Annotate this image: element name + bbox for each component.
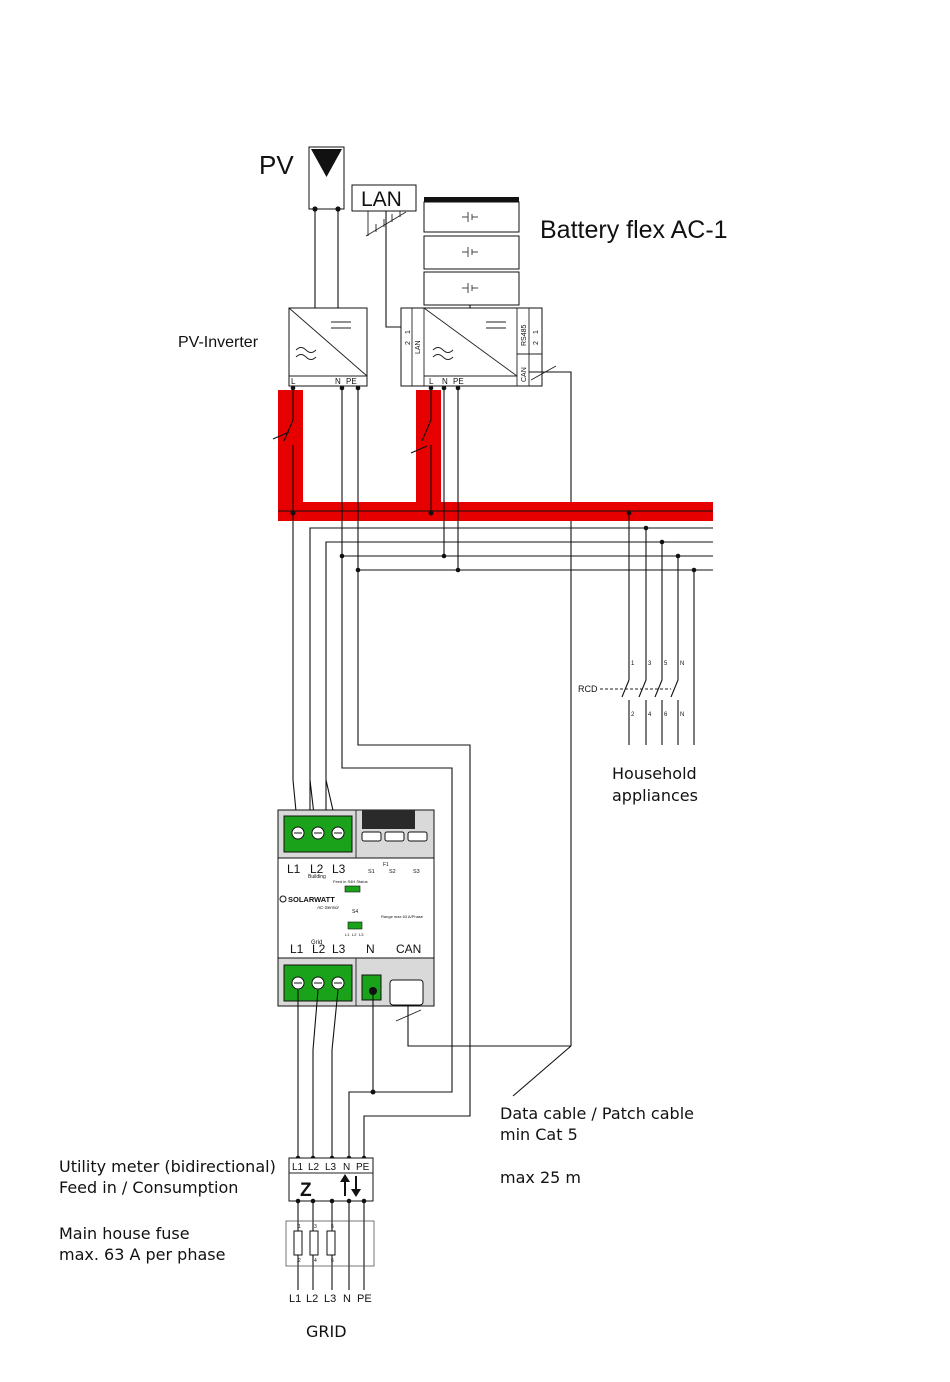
data-cable-line1: Data cable / Patch cable	[500, 1104, 694, 1123]
pv-inverter-terminal-l: L	[291, 377, 296, 386]
svg-text:L3: L3	[359, 932, 364, 937]
svg-text:1: 1	[298, 1224, 301, 1230]
svg-text:2: 2	[298, 1258, 301, 1264]
bidirectional-arrow-icon	[340, 1174, 361, 1197]
lan-box: LAN	[351, 184, 417, 237]
svg-text:S2: S2	[389, 869, 396, 875]
svg-text:L3: L3	[324, 1293, 336, 1305]
main-fuse: 1 3 5 2 4 6	[285, 1220, 375, 1267]
svg-text:L1: L1	[289, 1293, 301, 1305]
svg-text:4: 4	[648, 712, 652, 718]
pv-inverter: L N PE	[288, 307, 368, 387]
utility-meter-line2: Feed in / Consumption	[59, 1178, 238, 1197]
battery-cell-icon	[462, 212, 478, 293]
svg-text:L2: L2	[306, 1293, 318, 1305]
pv-inverter-terminal-pe: PE	[346, 377, 357, 386]
svg-text:6: 6	[331, 1258, 334, 1264]
svg-text:N: N	[343, 1293, 351, 1305]
grid-label: GRID	[306, 1322, 347, 1341]
terminal-screw-icon	[291, 976, 345, 990]
svg-text:L2: L2	[312, 942, 326, 956]
household-label-line1: Household	[612, 764, 697, 783]
svg-text:CAN: CAN	[396, 942, 421, 956]
lan-label: LAN	[361, 188, 402, 211]
fuse-line1: Main house fuse	[59, 1224, 190, 1243]
svg-text:L2: L2	[308, 1162, 320, 1173]
household-label-line2: appliances	[612, 786, 698, 805]
svg-text:5: 5	[331, 1224, 334, 1230]
svg-text:4: 4	[314, 1258, 317, 1264]
svg-text:N: N	[343, 1162, 350, 1173]
svg-text:6: 6	[664, 712, 668, 718]
status-label: Feed in S4H Status	[333, 879, 368, 884]
svg-text:L1: L1	[290, 942, 304, 956]
ac-sensor-module: L1 L2 L3 Building S1 S2 S3 F1 Feed in S4…	[277, 809, 435, 1007]
utility-meter-line1: Utility meter (bidirectional)	[59, 1157, 276, 1176]
svg-text:2: 2	[631, 712, 635, 718]
svg-text:L2: L2	[352, 932, 357, 937]
grid-terminals: L1 L2 L3 N PE	[289, 1293, 372, 1305]
pv-panel	[308, 146, 345, 212]
svg-text:3: 3	[648, 661, 652, 667]
svg-text:5: 5	[664, 661, 668, 667]
svg-text:2: 2	[533, 341, 540, 345]
battery-rs485-label: RS485	[521, 324, 528, 346]
battery-inverter-terminal-n: N	[442, 377, 448, 386]
battery-stack	[423, 197, 520, 306]
svg-text:1: 1	[631, 661, 635, 667]
utility-meter: L1 L2 L3 N PE Z	[288, 1157, 374, 1202]
svg-text:PE: PE	[357, 1293, 372, 1305]
product-label: AC-Sensor	[316, 905, 340, 910]
svg-text:N: N	[366, 942, 375, 956]
solarwatt-logo-icon	[279, 895, 287, 903]
svg-text:S3: S3	[413, 869, 420, 875]
pv-inverter-terminal-n: N	[335, 377, 341, 386]
svg-text:L2: L2	[310, 862, 324, 876]
data-cable-line2: min Cat 5	[500, 1125, 578, 1144]
svg-text:3: 3	[314, 1224, 317, 1230]
battery-title: Battery flex AC-1	[540, 216, 728, 244]
svg-text:2: 2	[405, 341, 412, 345]
rcd-label: RCD	[578, 684, 598, 694]
svg-text:L1: L1	[345, 932, 350, 937]
pv-inverter-label: PV-Inverter	[178, 334, 259, 351]
rcd: RCD 1 3 5 N 2 4 6 N	[578, 510, 697, 745]
battery-inverter-terminal-pe: PE	[453, 377, 464, 386]
svg-text:1: 1	[405, 330, 412, 334]
building-label: Building	[308, 874, 326, 880]
ac-bus	[272, 385, 713, 521]
terminal-screw-icon	[291, 826, 345, 840]
battery-can-label: CAN	[521, 367, 528, 382]
battery-inverter: LAN 1 2 RS485 CAN 1 2 L N PE	[400, 307, 543, 387]
battery-inverter-terminal-l: L	[429, 377, 434, 386]
svg-text:1: 1	[533, 330, 540, 334]
pv-label: PV	[259, 150, 294, 180]
pv-triangle-icon	[311, 149, 342, 177]
svg-text:N: N	[680, 712, 684, 718]
range-label: Range max 63 A/Phase	[381, 914, 424, 919]
utility-meter-symbol: Z	[300, 1180, 312, 1201]
svg-text:L3: L3	[332, 942, 346, 956]
brand-label: SOLARWATT	[288, 895, 335, 904]
svg-text:L3: L3	[325, 1162, 337, 1173]
fuse-line2: max. 63 A per phase	[59, 1245, 225, 1264]
svg-text:L3: L3	[332, 862, 346, 876]
battery-lan-port-label: LAN	[415, 340, 422, 354]
grid-label-small: Grid	[311, 940, 322, 946]
svg-text:PE: PE	[356, 1162, 370, 1173]
svg-text:L1: L1	[292, 1162, 304, 1173]
svg-text:N: N	[680, 661, 684, 667]
svg-text:S4: S4	[352, 909, 358, 915]
distribution-lines	[292, 385, 713, 1158]
data-cable-max: max 25 m	[500, 1168, 581, 1187]
svg-text:F1: F1	[383, 862, 389, 868]
svg-text:L1: L1	[287, 862, 301, 876]
svg-text:S1: S1	[368, 869, 375, 875]
